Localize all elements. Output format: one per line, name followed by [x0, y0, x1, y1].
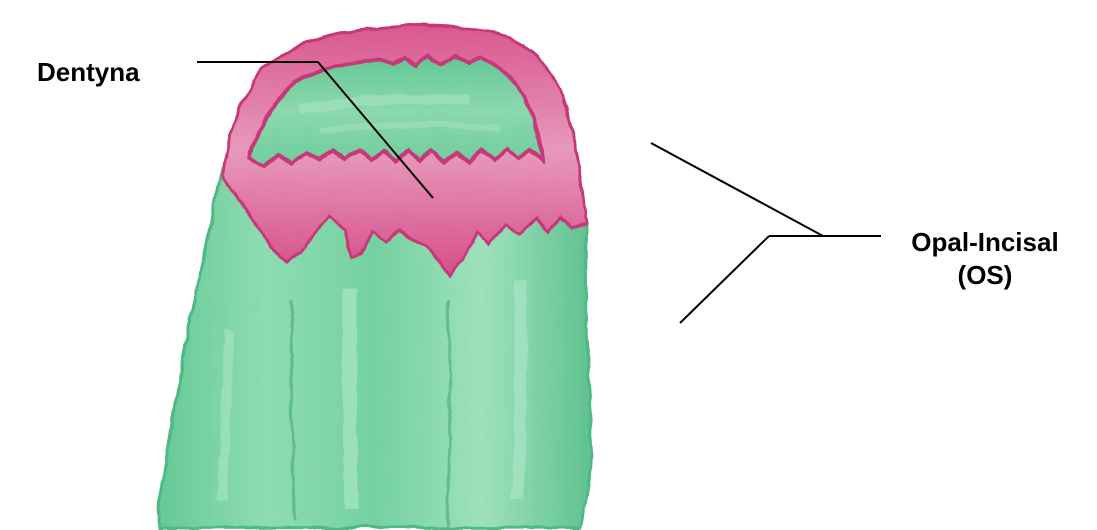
opal-incisal-label-line2: (OS) [900, 259, 1070, 292]
opal-incisal-label: Opal-Incisal (OS) [900, 226, 1070, 291]
opal-incisal-leader-lines [651, 143, 881, 323]
opal-incisal-label-line1: Opal-Incisal [900, 226, 1070, 259]
dentyna-label: Dentyna [37, 56, 140, 89]
